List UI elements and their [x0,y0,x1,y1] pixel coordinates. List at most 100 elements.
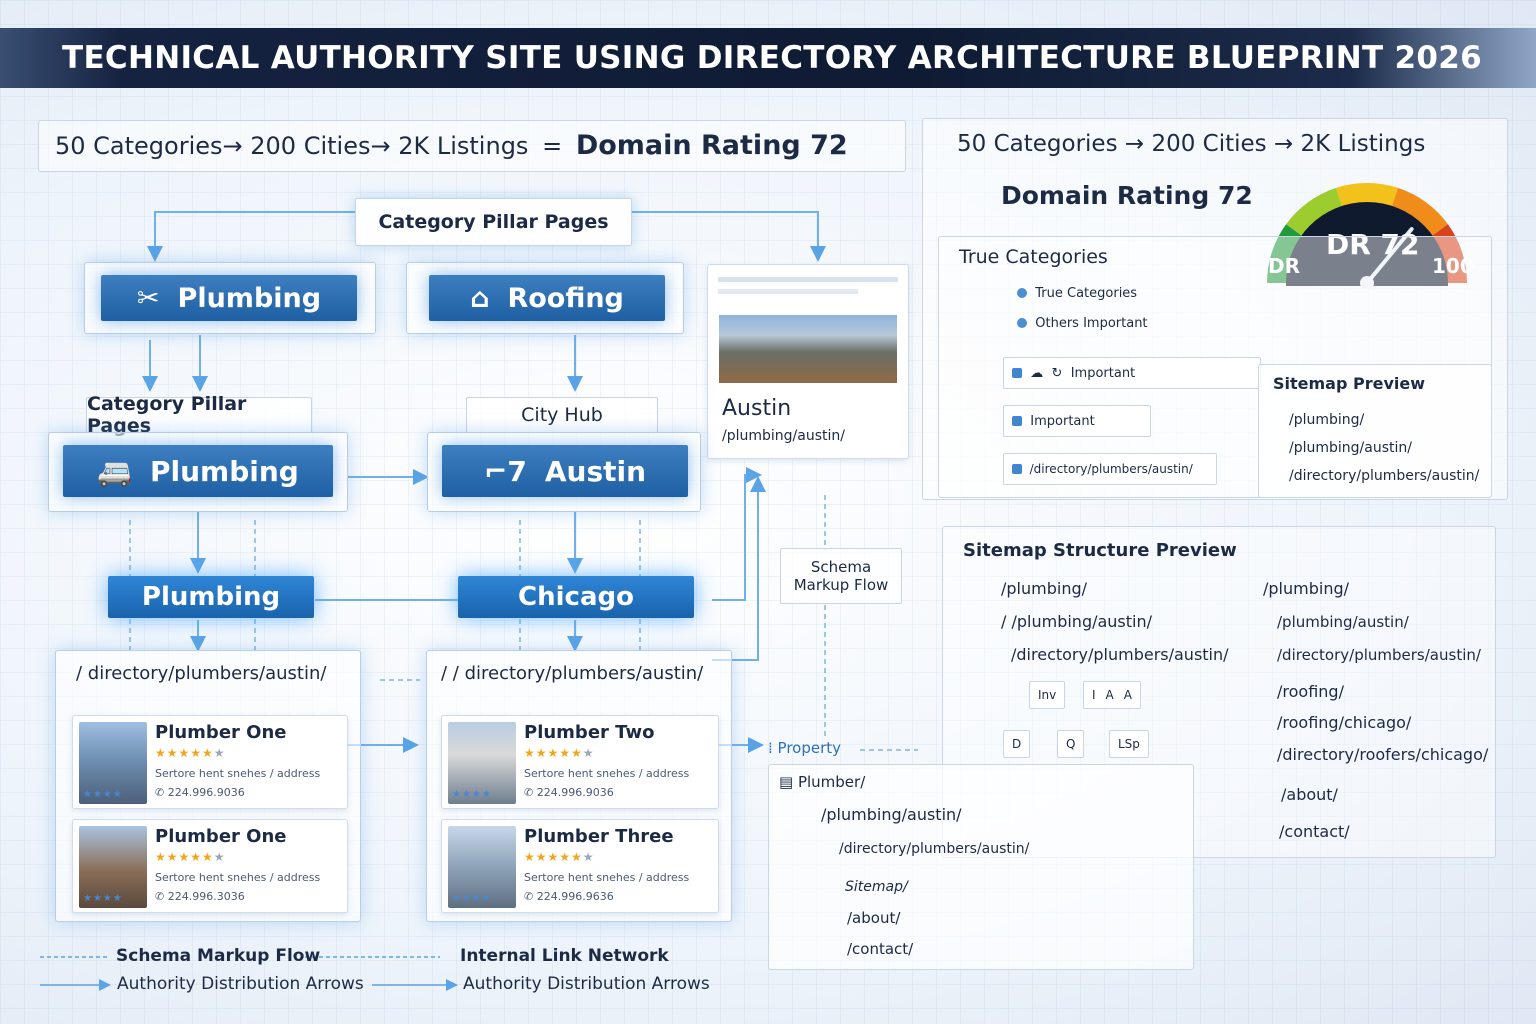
phone-icon: ✆ [155,890,168,903]
sitemap-structure-panel: Sitemap Structure Preview /plumbing/ / /… [942,526,1496,858]
listing-card[interactable]: ★★★★ Plumber One ★★★★★★ Sertore hent sne… [72,819,348,913]
tree-item[interactable]: /plumbing/austin/ [821,805,962,824]
listing-address: Sertore hent snehes / address [524,767,690,780]
listing-phone: 224.996.9036 [536,786,614,799]
sitemap-preview-item[interactable]: /directory/plumbers/austin/ [1289,468,1480,484]
van-icon: 🚐 [97,454,132,488]
tag-group-row1[interactable]: I A A [1083,681,1141,709]
gauge-segment [1267,224,1303,283]
category-item-label: /directory/plumbers/austin/ [1029,462,1193,476]
gauge-needle [1365,227,1414,285]
city-card-path: /plumbing/austin/ [722,428,845,444]
gauge-value: DR 72 [1326,228,1420,261]
sitemap-structure-title: Sitemap Structure Preview [963,540,1237,561]
austin-label: Austin [544,454,647,488]
sitemap-right-item[interactable]: /plumbing/ [1263,579,1350,598]
category-item[interactable]: True Categories [1009,279,1265,307]
headline-result: Domain Rating 72 [575,130,848,161]
category-item-label: Important [1030,413,1095,429]
listing-phone: 224.996.9036 [167,786,245,799]
phone-icon: ✆ [155,786,168,799]
phone-icon: ✆ [524,890,537,903]
directory-path-left: / directory/plumbers/austin/ [76,663,327,684]
category-item-label: Important [1070,365,1136,381]
legend-schema-markup-flow: Schema Markup Flow [116,946,321,966]
gauge-max: 100 [1432,254,1474,278]
listing-name: Plumber One [155,722,287,743]
tag-label: A [1105,688,1114,702]
sitemap-left-item[interactable]: /directory/plumbers/austin/ [1011,645,1229,664]
folder-icon [1012,464,1022,474]
plumbing-box-row1[interactable]: ✂ Plumbing [84,262,376,334]
sitemap-right-item[interactable]: /about/ [1281,785,1338,804]
tag-label: A [1123,688,1132,702]
legend-internal-link-network: Internal Link Network [460,946,669,966]
sitemap-right-item[interactable]: /plumbing/austin/ [1277,613,1409,631]
listing-card[interactable]: ★★★★ Plumber Two ★★★★★★ Sertore hent sne… [441,715,719,809]
folder-icon: ▤ [779,773,798,791]
bullet-icon [1017,288,1027,298]
rating-stars: ★★★★★★ [524,850,595,864]
tree-item[interactable]: /contact/ [847,940,914,958]
headline-formula: 50 Categories→ 200 Cities→ 2K Listings [55,132,529,160]
sitemap-preview-panel: Sitemap Preview /plumbing/ /plumbing/aus… [1258,364,1492,498]
plumbing-box-row2[interactable]: 🚐 Plumbing [48,432,348,512]
tree-item[interactable]: /directory/plumbers/austin/ [839,841,1030,857]
sitemap-right-item[interactable]: /directory/roofers/chicago/ [1277,745,1489,764]
legend-authority-arrows-right: Authority Distribution Arrows [463,974,710,994]
plumbing-label-row2: Plumbing [150,454,299,488]
lock-icon [1012,368,1022,378]
directory-path-right: / / directory/plumbers/austin/ [441,663,704,684]
tree-item[interactable]: Sitemap/ [845,879,908,895]
listing-phone: 224.996.9636 [536,890,614,903]
category-item[interactable]: /directory/plumbers/austin/ [1003,453,1217,485]
tag-inv[interactable]: Inv [1029,681,1066,709]
refresh-icon: ↻ [1051,365,1063,381]
listing-name: Plumber One [155,826,287,847]
category-pillar-label-top: Category Pillar Pages [355,198,632,246]
category-item[interactable]: Important [1003,405,1151,437]
cloud-icon: ☁ [1030,365,1044,381]
gauge-segment [1391,187,1448,236]
sitemap-preview-item[interactable]: /plumbing/ [1289,412,1365,428]
listing-card[interactable]: ★★★★ Plumber Three ★★★★★★ Sertore hent s… [441,819,719,913]
listing-name: Plumber Three [524,826,674,847]
check-icon [1012,416,1022,426]
legend-authority-arrows-left: Authority Distribution Arrows [117,974,364,994]
rating-stars: ★★★★★★ [524,746,595,760]
city-photo [719,315,897,383]
rating-stars: ★★★★★★ [155,746,226,760]
tools-icon: ✂ [136,282,160,314]
categories-title: True Categories [959,246,1108,268]
category-item[interactable]: ☁ ↻ Important [1003,357,1261,389]
plumbing-bar-row3[interactable]: Plumbing [108,576,314,618]
sitemap-right-item[interactable]: /directory/plumbers/austin/ [1277,646,1481,664]
right-domain-rating: Domain Rating 72 [1001,181,1253,210]
listing-card[interactable]: ★★★★ Plumber One ★★★★★★ Sertore hent sne… [72,715,348,809]
property-label-text: Property [777,739,842,757]
sitemap-right-item[interactable]: /contact/ [1279,822,1350,841]
city-card[interactable]: Austin /plumbing/austin/ [707,264,909,459]
listing-name: Plumber Two [524,722,655,743]
sitemap-left-item[interactable]: /plumbing/ [1001,579,1088,598]
austin-box[interactable]: ⌐7 Austin [427,432,701,512]
page-title: TECHNICAL AUTHORITY SITE USING DIRECTORY… [62,40,1483,76]
tag-lsp[interactable]: LSp [1109,730,1149,758]
sitemap-right-item[interactable]: /roofing/chicago/ [1277,713,1412,732]
dr-gauge [1267,183,1467,288]
listing-address: Sertore hent snehes / address [524,871,690,884]
sitemap-left-item[interactable]: / /plumbing/austin/ [1001,612,1153,631]
plumbing-label-row1: Plumbing [177,282,322,314]
tag-q[interactable]: Q [1057,730,1085,758]
tree-item[interactable]: /about/ [847,909,901,927]
roofing-box-row1[interactable]: ⌂ Roofing [406,262,684,334]
gauge-segment [1286,187,1343,236]
headline-left-panel: 50 Categories→ 200 Cities→ 2K Listings =… [38,120,906,172]
sitemap-preview-item[interactable]: /plumbing/austin/ [1289,440,1412,456]
category-item[interactable]: Others Important [1009,309,1265,337]
category-pillar-label-row2: Category Pillar Pages [86,393,312,437]
tag-d[interactable]: D [1003,730,1031,758]
category-item-label: True Categories [1035,285,1138,301]
chicago-bar[interactable]: Chicago [458,576,694,618]
sitemap-right-item[interactable]: /roofing/ [1277,682,1344,701]
